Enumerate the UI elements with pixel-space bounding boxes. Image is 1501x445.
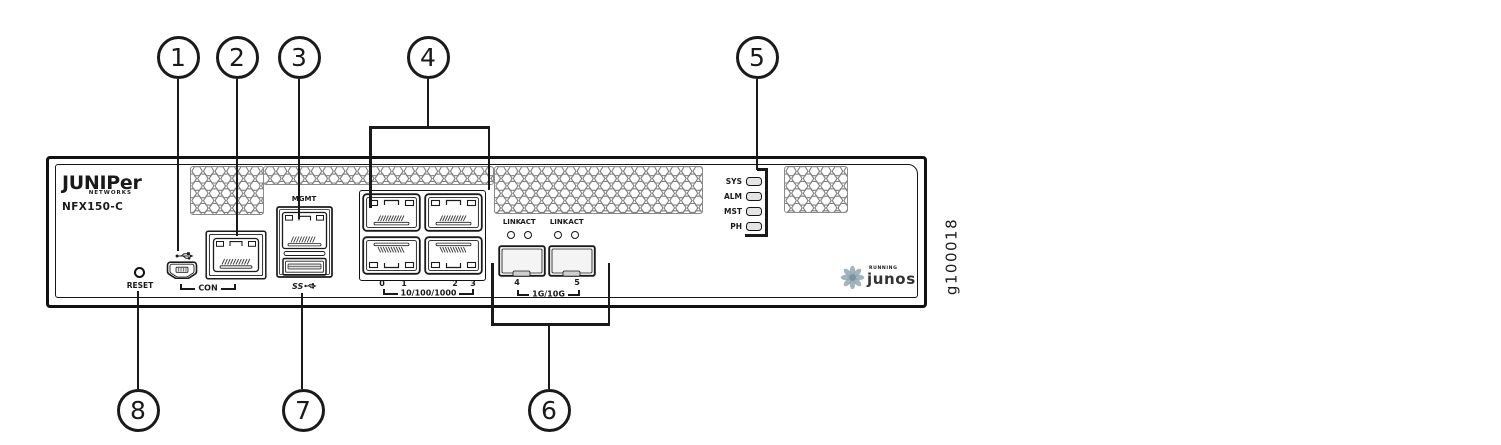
callout-5: 5 xyxy=(735,35,779,79)
port-number-5: 5 xyxy=(574,278,580,287)
vent-grille-middle xyxy=(494,166,703,214)
link-led-label-1: LINK xyxy=(502,218,522,226)
callout-line-1 xyxy=(177,79,179,251)
sfp-port-4 xyxy=(498,245,546,277)
callout-bracket-5-right xyxy=(765,168,768,237)
callout-line-7 xyxy=(301,293,303,389)
callout-line-6 xyxy=(548,325,550,389)
link-led-2 xyxy=(554,231,562,239)
device-panel-inner-border xyxy=(55,164,918,298)
callout-bracket-4-left xyxy=(369,126,372,208)
callout-bracket-4-right xyxy=(487,126,490,190)
status-led-ph xyxy=(746,222,762,231)
junos-logo: JUNOS xyxy=(867,270,916,288)
superspeed-usb-icon: SS xyxy=(292,281,317,291)
callout-3: 3 xyxy=(277,35,321,79)
junos-flower-icon xyxy=(840,265,865,290)
status-led-label-mst: MST xyxy=(724,207,742,216)
callout-line-4 xyxy=(427,79,429,127)
copper-speed-label: 10/100/1000 xyxy=(400,288,457,298)
sfp-port-5 xyxy=(548,245,596,277)
mgmt-label: MGMT xyxy=(291,195,317,203)
port-number-4: 4 xyxy=(514,278,520,287)
callout-line-5 xyxy=(756,79,758,170)
model-label: NFX150-C xyxy=(62,201,124,213)
status-led-label-sys: SYS xyxy=(725,177,742,186)
port-number-1: 1 xyxy=(401,279,407,288)
usb-trident-icon xyxy=(175,251,194,261)
status-led-alm xyxy=(746,192,762,201)
act-led-2 xyxy=(571,231,579,239)
status-led-label-alm: ALM xyxy=(723,192,742,201)
callout-line-3 xyxy=(298,79,300,219)
con-label: CON xyxy=(198,283,218,293)
callout-4: 4 xyxy=(406,35,450,79)
reset-label: RESET xyxy=(126,281,154,290)
status-led-label-ph: PH xyxy=(730,222,742,231)
callout-bracket-6-bottom xyxy=(491,323,610,326)
callout-8: 8 xyxy=(116,388,160,432)
callout-1: 1 xyxy=(156,35,200,79)
link-led-label-2: LINK xyxy=(549,218,569,226)
figure-id: g100018 xyxy=(942,217,961,296)
console-port xyxy=(205,230,267,280)
callout-bracket-4-top xyxy=(369,126,490,129)
con-bracket: CON xyxy=(180,282,236,293)
vent-grille-right xyxy=(784,166,848,213)
callout-line-2 xyxy=(236,79,238,236)
act-led-label-2: ACT xyxy=(568,218,584,226)
ethernet-port-3 xyxy=(424,236,483,275)
juniper-logo: JUNIPer xyxy=(62,172,142,194)
act-led-1 xyxy=(524,231,532,239)
callout-bracket-6-right xyxy=(607,263,610,325)
status-led-mst xyxy=(746,207,762,216)
copper-speed-bracket: 10/100/1000 xyxy=(383,287,475,298)
networks-label: NETWORKS xyxy=(88,190,132,196)
callout-bracket-5-bottom xyxy=(745,234,768,237)
callout-bracket-6-left xyxy=(491,263,494,325)
callout-6: 6 xyxy=(527,388,571,432)
mini-usb-port xyxy=(166,261,198,279)
callout-line-8 xyxy=(137,291,139,389)
act-led-label-1: ACT xyxy=(520,218,536,226)
port-number-2: 2 xyxy=(452,279,458,288)
sfp-speed-label: 1G/10G xyxy=(532,289,565,299)
vent-grille-band xyxy=(263,166,494,185)
callout-2: 2 xyxy=(215,35,259,79)
port-number-0: 0 xyxy=(379,279,385,288)
ethernet-port-2 xyxy=(424,193,483,232)
ethernet-port-1 xyxy=(362,236,421,275)
status-led-sys xyxy=(746,177,762,186)
reset-button xyxy=(134,267,145,278)
port-number-3: 3 xyxy=(470,279,476,288)
sfp-speed-bracket: 1G/10G xyxy=(517,288,581,299)
link-led-1 xyxy=(507,231,515,239)
vent-grille-left xyxy=(190,166,264,215)
mgmt-port xyxy=(276,206,333,278)
ethernet-port-0 xyxy=(362,193,421,232)
running-label: RUNNING xyxy=(869,266,898,271)
ethernet-port-block xyxy=(359,190,486,281)
callout-bracket-5-top xyxy=(757,168,768,171)
callout-7: 7 xyxy=(281,388,325,432)
